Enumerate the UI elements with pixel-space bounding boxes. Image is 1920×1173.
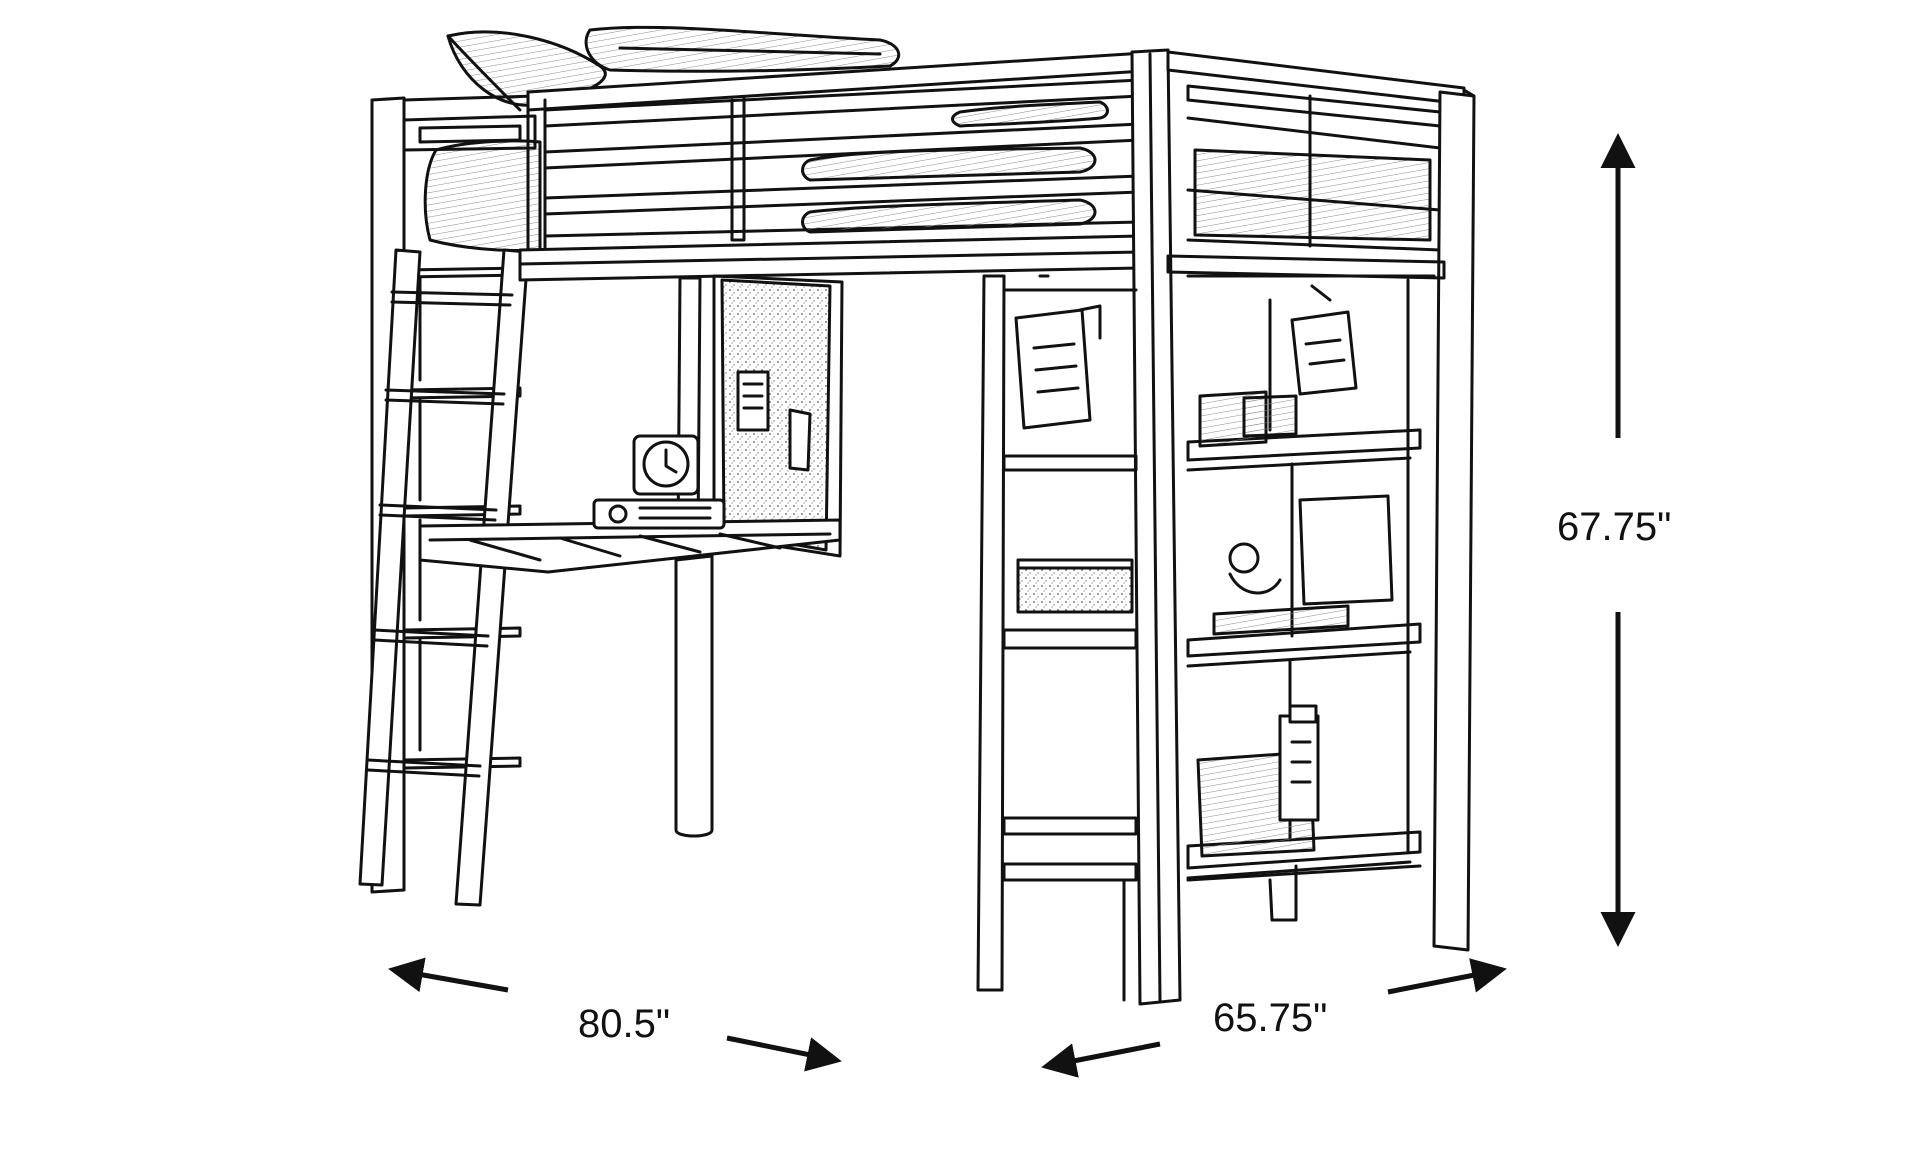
mattress: [423, 139, 1432, 253]
depth-arrow-left: [1041, 1041, 1161, 1078]
depth-arrow-right: [1387, 958, 1507, 995]
tower-items: [1014, 284, 1394, 858]
width-dimension-label: 80.5": [578, 1002, 671, 1046]
storage-tower: [976, 274, 1436, 1002]
height-dimension-label: 67.75": [1557, 505, 1672, 549]
desk: [418, 274, 844, 838]
mattress-rolls: [801, 100, 1109, 234]
right-end-frame: [1166, 50, 1476, 952]
width-arrow-left: [388, 957, 509, 993]
dimension-arrows: [388, 133, 1636, 1078]
depth-dimension-label: 65.75": [1213, 996, 1328, 1040]
width-arrow-right: [726, 1035, 842, 1072]
pillows: [446, 25, 901, 112]
desk-items: [592, 370, 812, 530]
front-corner-post: [1130, 48, 1182, 1006]
